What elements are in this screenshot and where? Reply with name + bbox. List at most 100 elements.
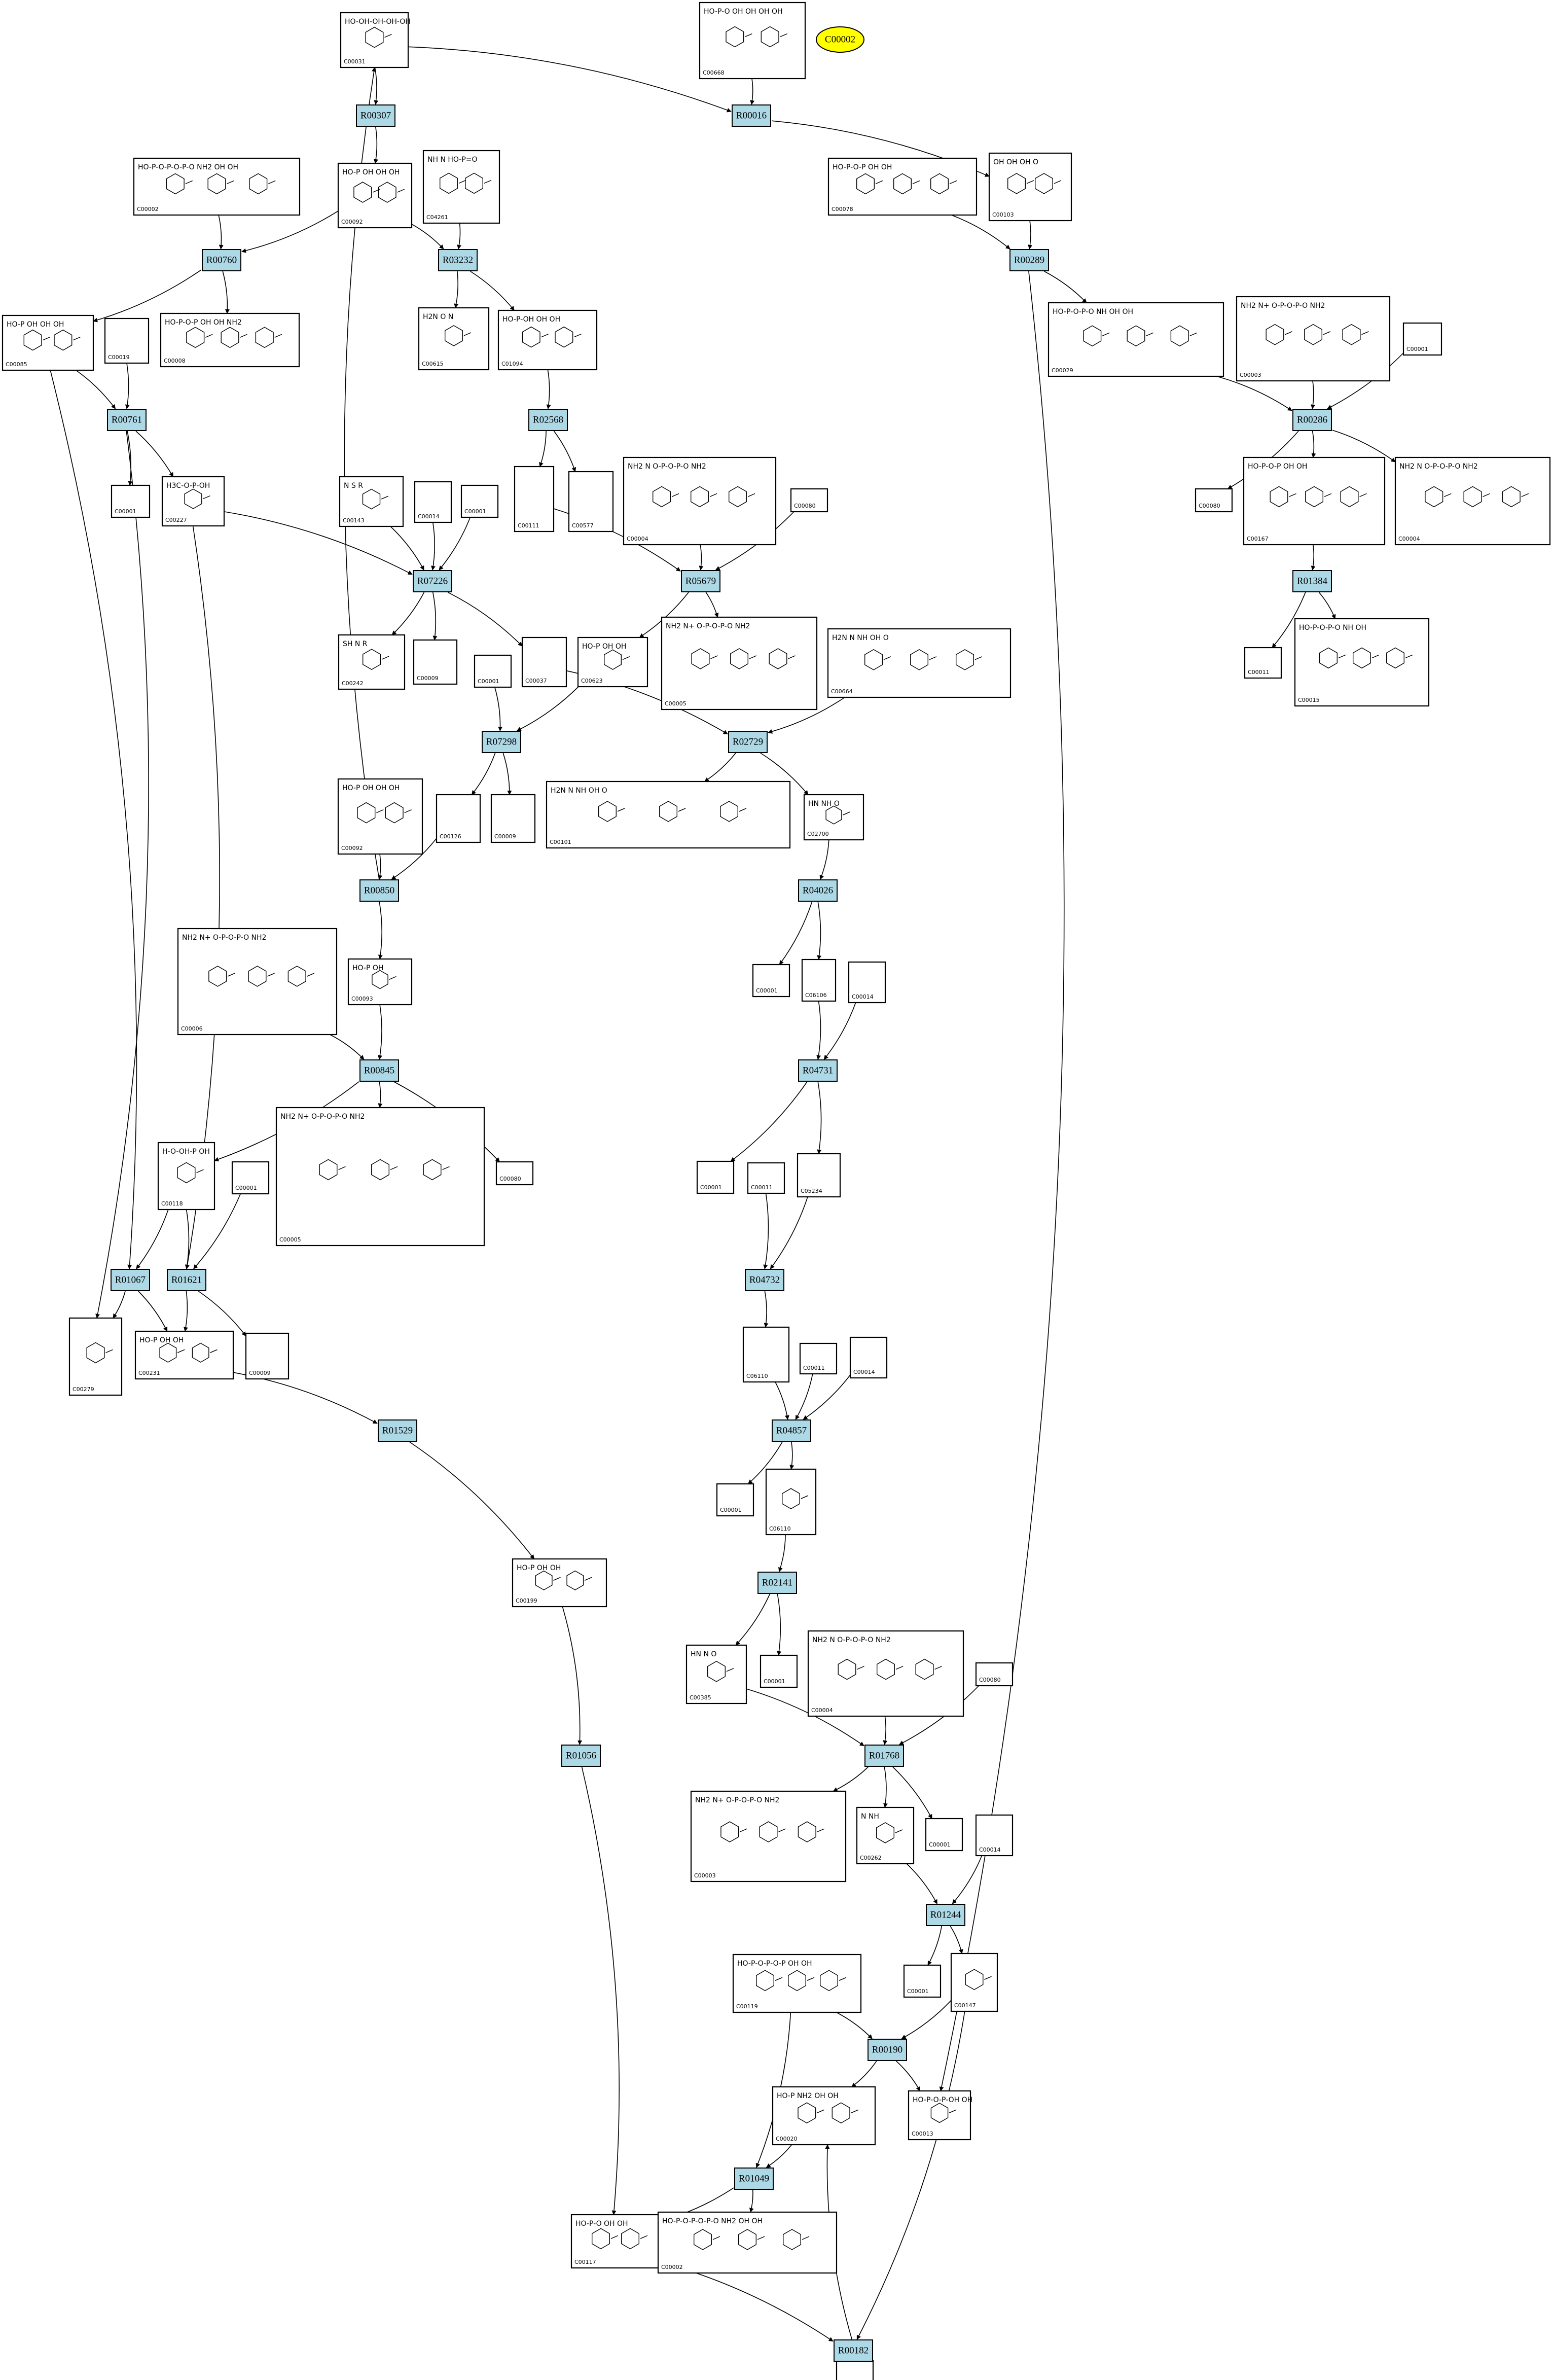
reaction-node[interactable]: R00307 (356, 104, 395, 127)
reaction-node[interactable]: R01049 (734, 2168, 774, 2190)
reaction-node[interactable]: R01768 (864, 1745, 904, 1767)
reaction-node[interactable]: R00845 (359, 1059, 399, 1082)
compound-node[interactable]: C06106 (801, 958, 837, 1002)
compound-node[interactable]: C00001 (111, 484, 151, 518)
reaction-node[interactable]: R03232 (438, 249, 478, 271)
compound-node[interactable]: C00111 (514, 466, 555, 532)
reaction-node[interactable]: R00286 (1292, 409, 1332, 431)
compound-node[interactable]: C00001 (925, 1818, 963, 1852)
compound-node[interactable]: C06110 (765, 1468, 817, 1536)
reaction-node[interactable]: R01384 (1292, 570, 1332, 592)
compound-node[interactable]: C00001 (752, 964, 790, 998)
compound-node[interactable]: C00019 (104, 317, 150, 364)
reaction-node[interactable]: R01621 (167, 1269, 206, 1291)
reaction-node[interactable]: R02568 (528, 409, 568, 431)
compound-node[interactable]: C00011 (1244, 647, 1282, 679)
reaction-node[interactable]: R00016 (732, 104, 771, 127)
compound-node[interactable]: C00279 (68, 1317, 123, 1396)
compound-node[interactable]: C00001 (231, 1161, 270, 1195)
compound-node[interactable]: C00080 (975, 1662, 1014, 1687)
compound-node[interactable]: C00080 (790, 488, 828, 513)
compound-node[interactable]: C05234 (797, 1153, 841, 1198)
compound-node[interactable]: C00577 (568, 471, 614, 532)
reaction-node[interactable]: R02729 (728, 731, 768, 753)
reaction-node[interactable]: R07298 (482, 731, 521, 753)
reaction-node[interactable]: R07226 (413, 570, 452, 592)
reaction-node[interactable]: R00182 (834, 2339, 873, 2362)
compound-node[interactable]: C00001 (903, 1964, 942, 1998)
compound-node[interactable]: C00001 (716, 1483, 754, 1517)
compound-node[interactable]: C00009 (413, 639, 458, 685)
compound-node[interactable]: C00001 (696, 1160, 735, 1194)
reaction-node[interactable]: R04857 (772, 1419, 811, 1442)
compound-node[interactable]: C00011 (799, 1342, 838, 1375)
compound-node[interactable]: C00126 (436, 794, 481, 843)
compound-node[interactable]: C00014 (848, 961, 886, 1004)
reaction-node[interactable]: R04731 (798, 1059, 838, 1082)
compound-node[interactable]: C00147 (950, 1952, 998, 2012)
reaction-node[interactable]: R01529 (378, 1419, 417, 1442)
compound-node[interactable]: C00009 (490, 794, 536, 843)
reaction-node[interactable]: R00761 (107, 409, 147, 431)
compound-node[interactable]: C00001 (836, 2360, 874, 2380)
reaction-node[interactable]: R01067 (111, 1269, 150, 1291)
reaction-node[interactable]: R02141 (757, 1572, 797, 1594)
compound-node[interactable]: C00080 (495, 1161, 534, 1186)
compound-node[interactable]: C06110 (742, 1326, 790, 1383)
reaction-node[interactable]: R05679 (681, 570, 720, 592)
reaction-node[interactable]: R00760 (202, 249, 241, 271)
compound-node[interactable]: C00014 (849, 1336, 888, 1379)
highlight-node[interactable]: C00002 (816, 26, 864, 53)
compound-node[interactable]: C00001 (474, 654, 512, 688)
compound-node[interactable]: C00014 (414, 481, 452, 523)
reaction-node[interactable]: R00850 (359, 879, 399, 902)
compound-node[interactable]: C00011 (747, 1162, 785, 1194)
reaction-node[interactable]: R04026 (798, 879, 838, 902)
reaction-node[interactable]: R01244 (926, 1904, 965, 1926)
compound-node[interactable]: C00009 (245, 1332, 290, 1380)
reaction-node[interactable]: R01056 (561, 1745, 601, 1767)
compound-node[interactable]: C00080 (1195, 488, 1233, 513)
compound-node[interactable]: C00001 (760, 1654, 798, 1688)
reaction-node[interactable]: R00289 (1009, 249, 1049, 271)
reaction-node[interactable]: R04732 (745, 1269, 784, 1291)
reaction-node[interactable]: R00190 (868, 2039, 907, 2061)
compound-node[interactable]: C00001 (1402, 322, 1442, 356)
